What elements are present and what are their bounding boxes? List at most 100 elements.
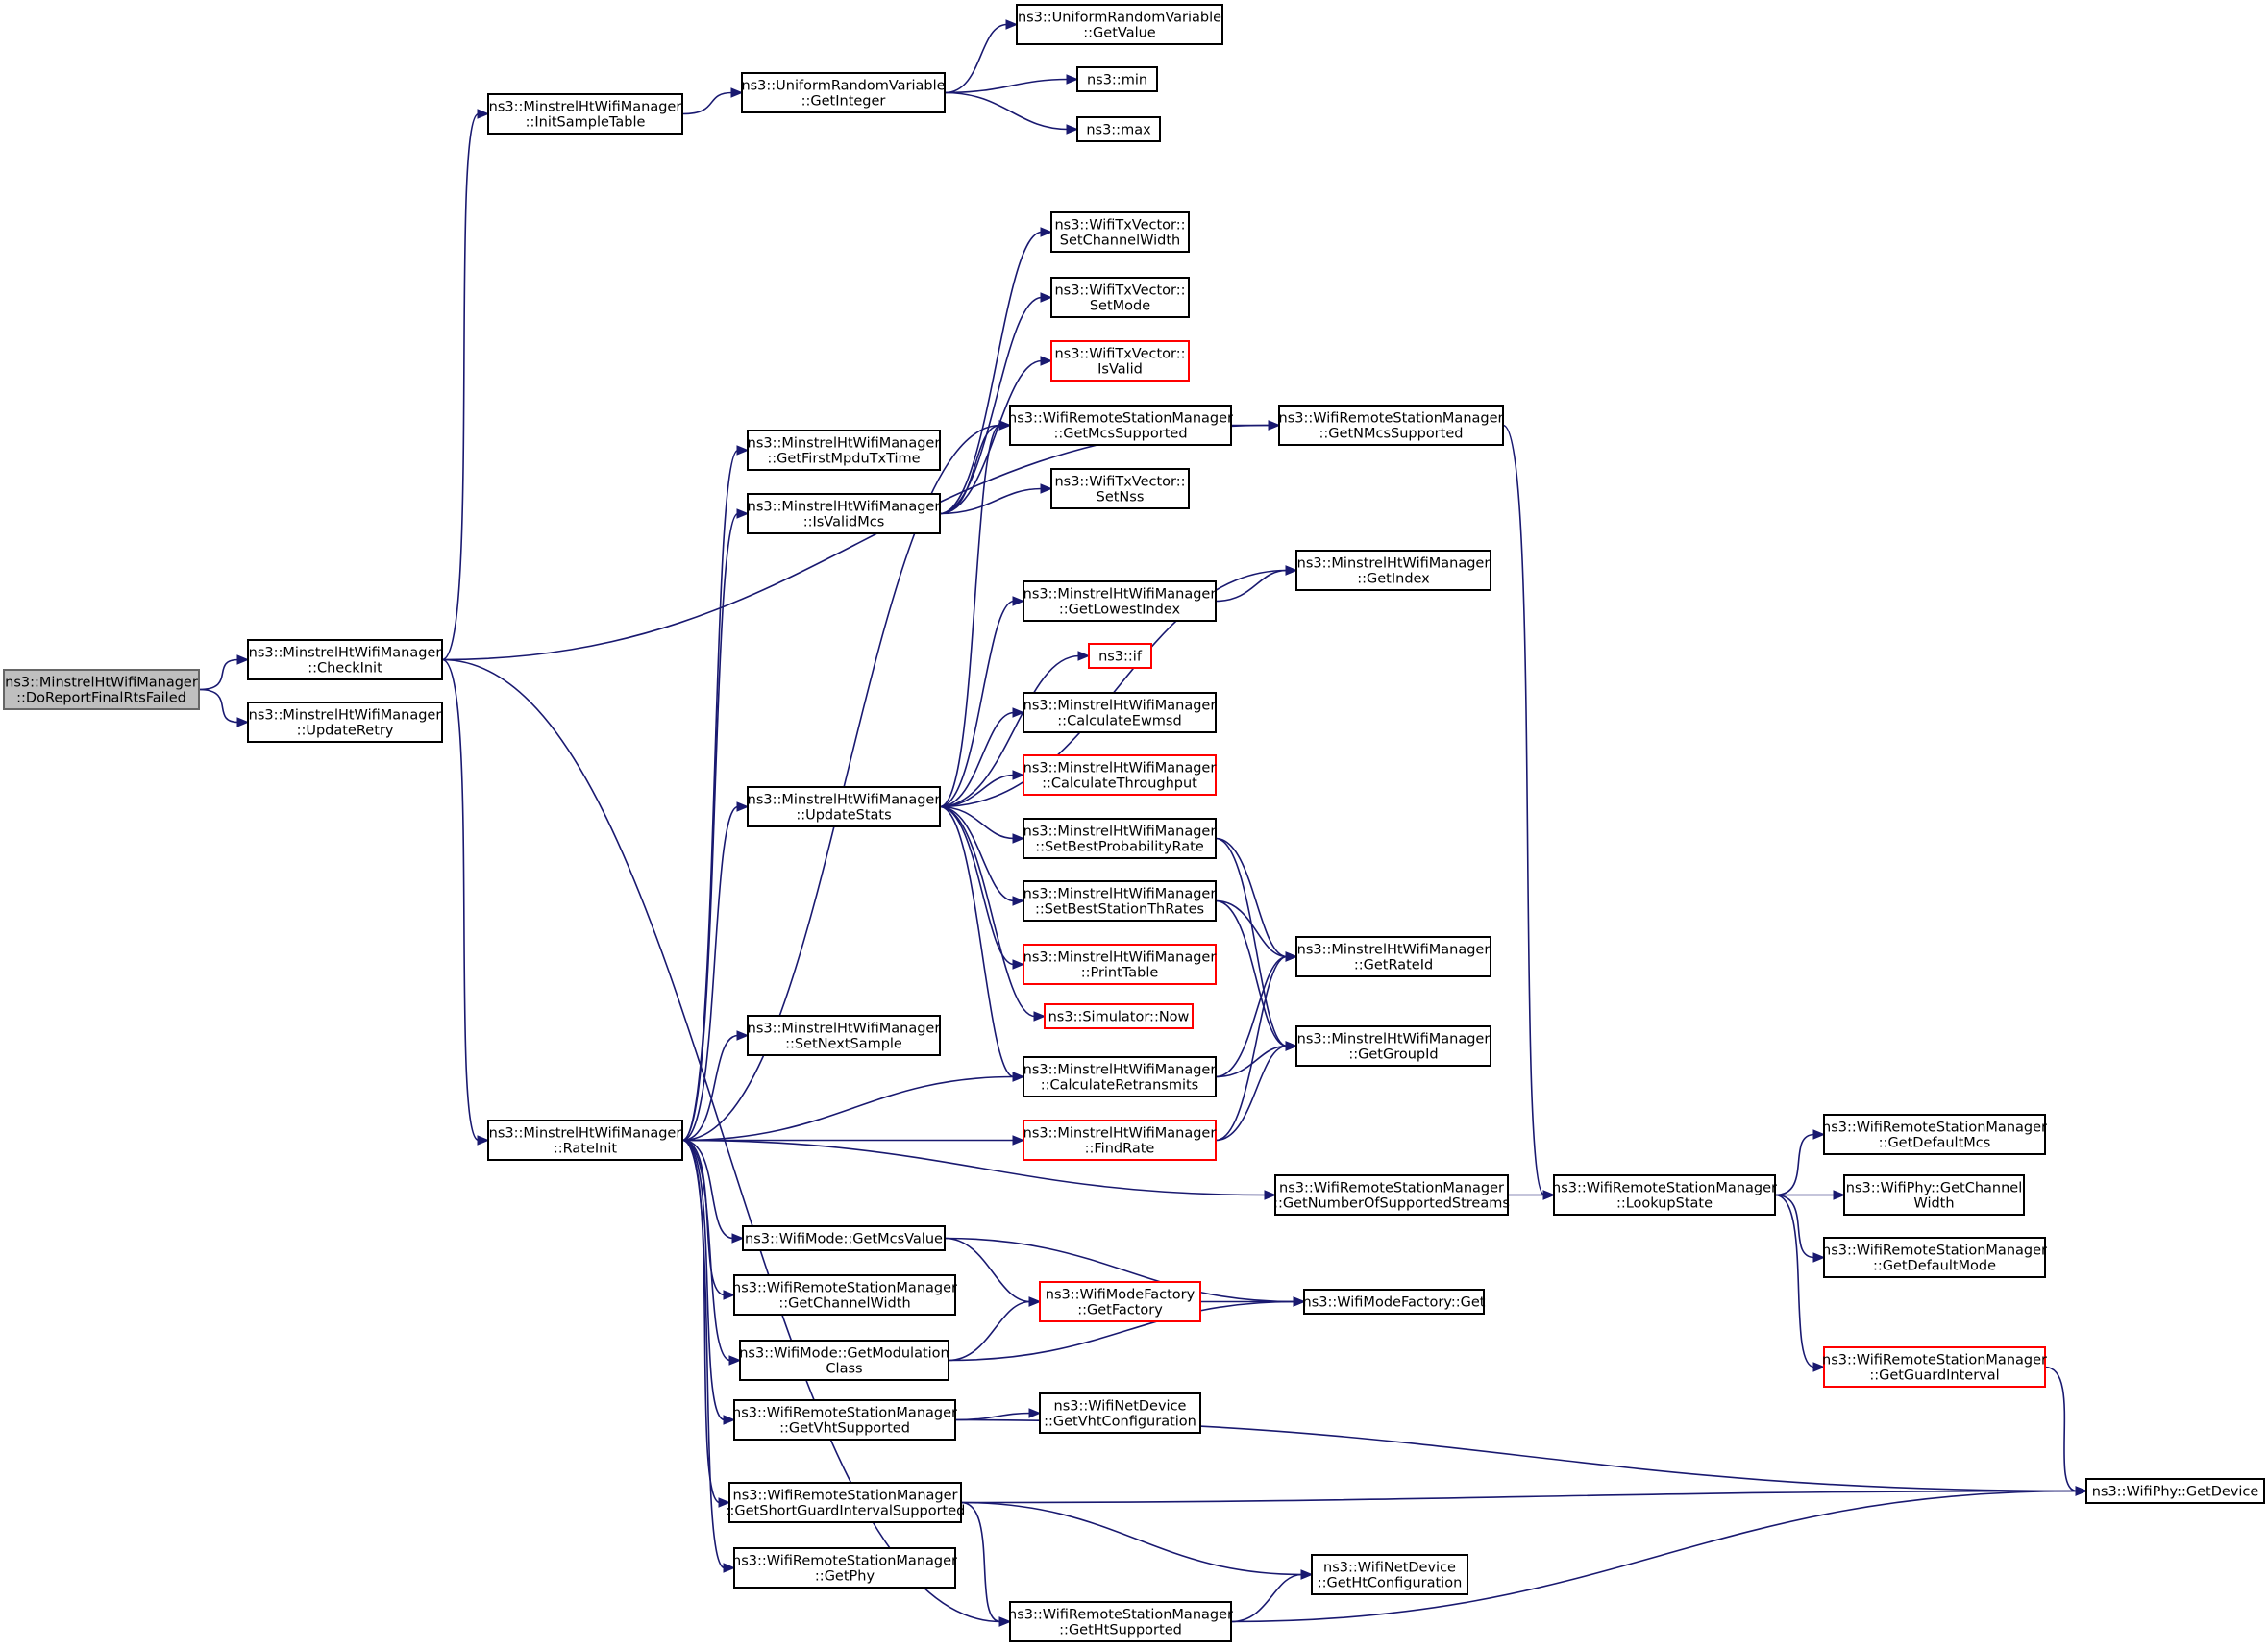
node-wifi-mode-get-mcs-value[interactable]: ns3::WifiMode::GetMcsValue xyxy=(742,1225,946,1251)
edge-n14-n11 xyxy=(939,424,1001,515)
arrowhead xyxy=(236,717,250,727)
node-label: ns3::Simulator::Now xyxy=(1048,1010,1190,1025)
node-minstrel-ht-wifi-manager-update-stats[interactable]: ns3::MinstrelHtWifiManager::UpdateStats xyxy=(747,786,941,827)
node-minstrel-ht-wifi-manager-init-sample-table[interactable]: ns3::MinstrelHtWifiManager::InitSampleTa… xyxy=(487,93,683,135)
edge-n45-n46 xyxy=(960,1490,2078,1504)
node-wifi-remote-station-manager-get-channel-width[interactable]: ns3::WifiRemoteStationManager::GetChanne… xyxy=(732,1274,957,1316)
node-if[interactable]: ns3::if xyxy=(1088,643,1152,669)
node-label: ::RateInit xyxy=(554,1142,618,1157)
node-wifi-remote-station-manager-get-number-of-supported-streams[interactable]: ns3::WifiRemoteStationManager::GetNumber… xyxy=(1273,1174,1510,1216)
node-minstrel-ht-wifi-manager-calculate-ewmsd[interactable]: ns3::MinstrelHtWifiManager::CalculateEwm… xyxy=(1023,692,1217,733)
node-wifi-mode-factory-get[interactable]: ns3::WifiModeFactory::Get xyxy=(1303,1289,1486,1315)
node-minstrel-ht-wifi-manager-is-valid-mcs[interactable]: ns3::MinstrelHtWifiManager::IsValidMcs xyxy=(747,493,941,534)
node-wifi-remote-station-manager-get-guard-interval[interactable]: ns3::WifiRemoteStationManager::GetGuardI… xyxy=(1822,1346,2047,1388)
node-wifi-tx-vector-is-valid[interactable]: ns3::WifiTxVector::IsValid xyxy=(1050,340,1190,382)
node-wifi-tx-vector-set-channel-width[interactable]: ns3::WifiTxVector::SetChannelWidth xyxy=(1050,211,1190,253)
node-label: ns3::WifiTxVector:: xyxy=(1054,475,1185,490)
edge-n42-n46 xyxy=(2044,1366,2078,1492)
node-minstrel-ht-wifi-manager-rate-init[interactable]: ns3::MinstrelHtWifiManager::RateInit xyxy=(487,1120,683,1161)
node-wifi-tx-vector-set-mode[interactable]: ns3::WifiTxVector::SetMode xyxy=(1050,277,1190,318)
node-box xyxy=(487,93,683,135)
arrowhead xyxy=(1040,292,1053,303)
node-max[interactable]: ns3::max xyxy=(1076,116,1161,142)
node-wifi-remote-station-manager-get-nmcs-supported[interactable]: ns3::WifiRemoteStationManager::GetNMcsSu… xyxy=(1278,405,1504,446)
node-minstrel-ht-wifi-manager-get-index[interactable]: ns3::MinstrelHtWifiManager::GetIndex xyxy=(1295,550,1491,591)
node-uniform-random-variable-get-value[interactable]: ns3::UniformRandomVariable::GetValue xyxy=(1016,4,1223,45)
node-label: ns3::MinstrelHtWifiManager xyxy=(748,436,941,452)
node-wifi-phy-get-device[interactable]: ns3::WifiPhy::GetDevice xyxy=(2085,1478,2265,1504)
node-minstrel-ht-wifi-manager-get-lowest-index[interactable]: ns3::MinstrelHtWifiManager::GetLowestInd… xyxy=(1023,580,1217,622)
node-wifi-phy-get-channel-width[interactable]: ns3::WifiPhy::GetChannelWidth xyxy=(1843,1174,2025,1216)
node-label: ns3::WifiRemoteStationManager xyxy=(1008,1608,1233,1623)
node-box xyxy=(1039,1281,1201,1322)
node-wifi-remote-station-manager-get-default-mode[interactable]: ns3::WifiRemoteStationManager::GetDefaul… xyxy=(1822,1237,2047,1278)
node-minstrel-ht-wifi-manager-update-retry[interactable]: ns3::MinstrelHtWifiManager::UpdateRetry xyxy=(247,702,443,743)
node-label: ns3::WifiRemoteStationManager xyxy=(1822,1121,2047,1136)
node-box xyxy=(1311,1554,1468,1595)
edge-n30-n33 xyxy=(681,1139,1267,1196)
node-label: ::PrintTable xyxy=(1081,966,1159,981)
node-simulator-now[interactable]: ns3::Simulator::Now xyxy=(1044,1003,1194,1029)
node-minstrel-ht-wifi-manager-set-next-sample[interactable]: ns3::MinstrelHtWifiManager::SetNextSampl… xyxy=(747,1015,941,1056)
arrowhead xyxy=(1300,1569,1314,1580)
node-wifi-net-device-get-ht-configuration[interactable]: ns3::WifiNetDevice::GetHtConfiguration xyxy=(1311,1554,1468,1595)
node-wifi-remote-station-manager-get-short-guard-interval-supported[interactable]: ns3::WifiRemoteStationManager::GetShortG… xyxy=(726,1482,966,1523)
node-box xyxy=(733,1399,956,1441)
node-min[interactable]: ns3::min xyxy=(1076,66,1158,92)
node-wifi-remote-station-manager-lookup-state[interactable]: ns3::WifiRemoteStationManager::LookupSta… xyxy=(1552,1174,1777,1216)
node-box xyxy=(1295,936,1491,977)
call-graph-nodes: ns3::MinstrelHtWifiManager::DoReportFina… xyxy=(3,4,2265,1642)
node-wifi-remote-station-manager-get-ht-supported[interactable]: ns3::WifiRemoteStationManager::GetHtSupp… xyxy=(1008,1601,1233,1642)
edge-n21-n23 xyxy=(939,805,1015,902)
node-label: ::GetRateId xyxy=(1354,958,1433,973)
node-label: ns3::MinstrelHtWifiManager xyxy=(1023,1126,1217,1142)
node-box xyxy=(1823,1114,2046,1155)
node-minstrel-ht-wifi-manager-check-init[interactable]: ns3::MinstrelHtWifiManager::CheckInit xyxy=(247,639,443,680)
edge-n21-n18 xyxy=(939,654,1080,808)
node-minstrel-ht-wifi-manager-get-rate-id[interactable]: ns3::MinstrelHtWifiManager::GetRateId xyxy=(1295,936,1491,977)
node-minstrel-ht-wifi-manager-print-table[interactable]: ns3::MinstrelHtWifiManager::PrintTable xyxy=(1023,944,1217,985)
node-wifi-remote-station-manager-get-mcs-supported[interactable]: ns3::WifiRemoteStationManager::GetMcsSup… xyxy=(1008,405,1233,446)
node-label: ns3::WifiNetDevice xyxy=(1323,1561,1456,1576)
edge-n21-n19 xyxy=(939,711,1015,808)
node-minstrel-ht-wifi-manager-find-rate[interactable]: ns3::MinstrelHtWifiManager::FindRate xyxy=(1023,1120,1217,1161)
node-minstrel-ht-wifi-manager-get-group-id[interactable]: ns3::MinstrelHtWifiManager::GetGroupId xyxy=(1295,1025,1491,1067)
node-label: ::GetLowestIndex xyxy=(1059,603,1181,618)
node-wifi-remote-station-manager-get-default-mcs[interactable]: ns3::WifiRemoteStationManager::GetDefaul… xyxy=(1822,1114,2047,1155)
arrowhead xyxy=(1812,1252,1826,1263)
node-wifi-tx-vector-set-nss[interactable]: ns3::WifiTxVector::SetNss xyxy=(1050,468,1190,509)
node-label: ::GetVhtSupported xyxy=(779,1421,910,1437)
node-minstrel-ht-wifi-manager-get-first-mpdu-tx-time[interactable]: ns3::MinstrelHtWifiManager::GetFirstMpdu… xyxy=(747,430,941,471)
node-minstrel-ht-wifi-manager-set-best-station-th-rates[interactable]: ns3::MinstrelHtWifiManager::SetBestStati… xyxy=(1023,880,1217,922)
node-box xyxy=(487,1120,683,1161)
node-label: ::GetVhtConfiguration xyxy=(1044,1415,1196,1430)
node-wifi-remote-station-manager-get-vht-supported[interactable]: ns3::WifiRemoteStationManager::GetVhtSup… xyxy=(732,1399,957,1441)
node-label: ::LookupState xyxy=(1616,1196,1713,1212)
node-box xyxy=(1023,880,1217,922)
edge-n4-n6 xyxy=(944,78,1069,94)
node-label: ns3::WifiRemoteStationManager xyxy=(732,1281,957,1296)
node-wifi-net-device-get-vht-configuration[interactable]: ns3::WifiNetDevice::GetVhtConfiguration xyxy=(1039,1392,1201,1434)
edge-n37-n39 xyxy=(944,1237,1031,1303)
node-label: ::GetDefaultMcs xyxy=(1879,1136,1991,1151)
node-minstrel-ht-wifi-manager-set-best-probability-rate[interactable]: ns3::MinstrelHtWifiManager::SetBestProba… xyxy=(1023,818,1217,859)
node-minstrel-ht-wifi-manager-calculate-throughput[interactable]: ns3::MinstrelHtWifiManager::CalculateThr… xyxy=(1023,754,1217,796)
node-box xyxy=(733,1274,956,1316)
node-box xyxy=(747,1015,941,1056)
arrowhead xyxy=(1066,124,1079,135)
node-label: ns3::WifiRemoteStationManager xyxy=(732,1554,957,1569)
node-label: ::CalculateRetransmits xyxy=(1041,1078,1199,1094)
node-wifi-mode-factory-get-factory[interactable]: ns3::WifiModeFactory::GetFactory xyxy=(1039,1281,1201,1322)
node-wifi-remote-station-manager-get-phy[interactable]: ns3::WifiRemoteStationManager::GetPhy xyxy=(732,1547,957,1589)
edge-n3-n4 xyxy=(681,91,733,115)
node-box xyxy=(1023,944,1217,985)
node-minstrel-ht-wifi-manager-calculate-retransmits[interactable]: ns3::MinstrelHtWifiManager::CalculateRet… xyxy=(1023,1056,1217,1097)
node-minstrel-ht-wifi-manager-do-report-final-rts-failed[interactable]: ns3::MinstrelHtWifiManager::DoReportFina… xyxy=(3,669,200,710)
node-box xyxy=(1050,277,1190,318)
node-uniform-random-variable-get-integer[interactable]: ns3::UniformRandomVariable::GetInteger xyxy=(741,72,946,113)
node-label: ns3::WifiRemoteStationManager xyxy=(1552,1181,1777,1196)
edge-n23-n27 xyxy=(1215,899,1288,1047)
arrowhead xyxy=(736,801,750,812)
